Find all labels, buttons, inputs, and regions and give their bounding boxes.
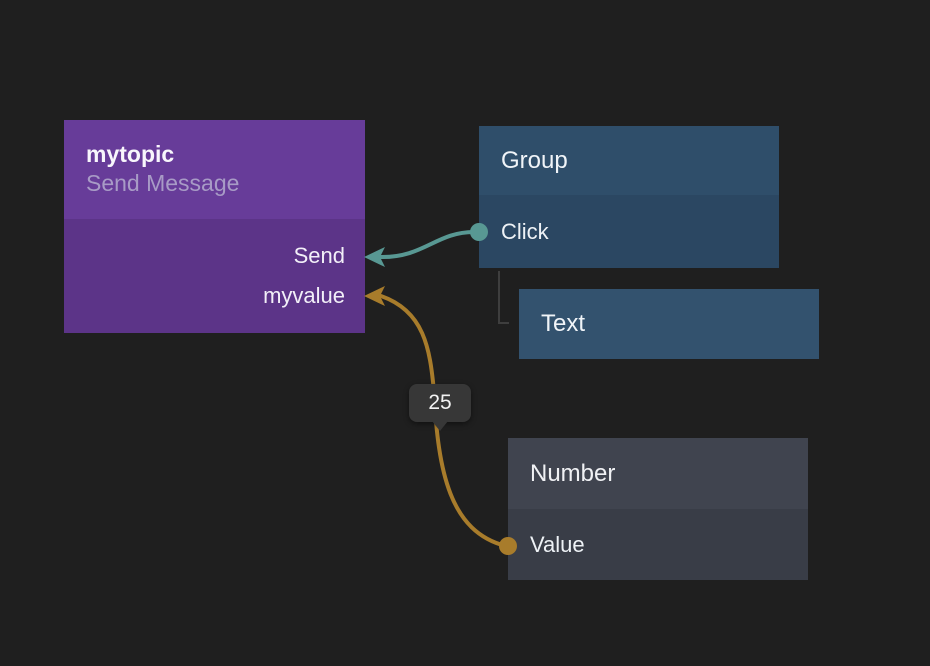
- node-title: Group: [501, 146, 568, 174]
- node-subtitle: Send Message: [86, 170, 240, 196]
- node-group-body[interactable]: Click: [479, 195, 779, 268]
- pin-send[interactable]: Send: [293, 243, 345, 268]
- node-title: Number: [530, 459, 616, 487]
- node-text[interactable]: Text: [519, 289, 819, 359]
- tree-connector-group-to-text: [498, 271, 509, 324]
- pin-click[interactable]: Click: [501, 218, 549, 244]
- pin-value[interactable]: Value: [530, 531, 585, 557]
- node-mytopic-body[interactable]: Send myvalue: [64, 219, 365, 333]
- wire-value-tooltip: 25: [409, 384, 471, 431]
- node-number[interactable]: Number Value: [508, 438, 808, 580]
- node-mytopic-header[interactable]: mytopic Send Message: [64, 120, 365, 219]
- node-title: Text: [541, 310, 586, 337]
- node-number-body[interactable]: Value: [508, 509, 808, 580]
- node-number-header[interactable]: Number: [508, 438, 808, 509]
- wire-click-to-send[interactable]: [378, 230, 476, 260]
- wire-value-text: 25: [428, 391, 452, 414]
- node-group[interactable]: Group Click: [479, 126, 779, 268]
- pin-myvalue[interactable]: myvalue: [263, 283, 345, 308]
- node-title: mytopic: [86, 141, 175, 167]
- node-group-header[interactable]: Group: [479, 126, 779, 195]
- tooltip-tail-icon: [432, 421, 448, 431]
- node-mytopic[interactable]: mytopic Send Message Send myvalue: [64, 120, 365, 333]
